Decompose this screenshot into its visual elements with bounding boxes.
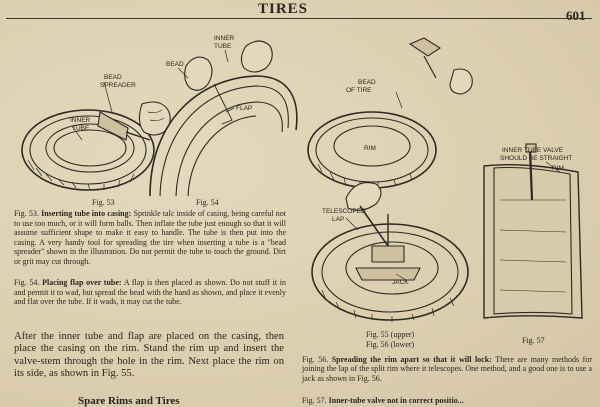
- label-bead-spreader-2: SPREADER: [100, 82, 136, 89]
- fig54-text: A flap is then placed as shown. Do not s…: [14, 278, 287, 307]
- fig53-lead: Fig. 53.: [14, 209, 39, 218]
- page-title: TIRES: [258, 1, 309, 17]
- label-jack: JACK: [392, 279, 409, 286]
- fig57-labels: INNER TUBE VALVE SHOULD BE STRAIGHT RIM …: [500, 147, 572, 345]
- fig56-caption: Fig. 56. Spreading the rim apart so that…: [302, 355, 592, 383]
- fig54-caption: Fig. 54. Placing flap over tube: A flap …: [14, 278, 286, 307]
- fig57-text: Inner-tube valve not in correct positio.…: [328, 396, 464, 405]
- fig55-caption-label: Fig. 55 (upper): [366, 330, 415, 339]
- header-rule: [6, 18, 592, 19]
- fig57-illustration: [483, 143, 583, 319]
- body-paragraph: After the inner tube and flap are placed…: [14, 331, 284, 380]
- fig53-title: Inserting tube into casing:: [41, 209, 132, 218]
- fig56-title: Spreading the rim apart so that it will …: [331, 355, 492, 364]
- fig53-caption-label: Fig. 53: [92, 198, 115, 207]
- fig54-illustration: [149, 40, 298, 197]
- fig54-caption-label: Fig. 54: [196, 198, 219, 207]
- fig56-illustration: [311, 182, 469, 322]
- fig57-lead: Fig. 57.: [302, 396, 327, 405]
- label-inner-tube-b: INNER: [214, 35, 235, 42]
- fig53-text: Sprinkle talc inside of casing, being ca…: [14, 209, 287, 266]
- fig54-title: Placing flap over tube:: [42, 278, 122, 287]
- label-flap: FLAP: [236, 105, 252, 112]
- fig57-caption-label: Fig. 57: [522, 336, 545, 345]
- label-bead-spreader: BEAD: [104, 74, 122, 81]
- fig55-illustration: [307, 37, 473, 189]
- fig53-illustration: [21, 81, 171, 191]
- label-valve: INNER TUBE VALVE: [502, 147, 564, 154]
- fig55-56-labels: BEAD OF TIRE RIM TELESCOPED LAP JACK Fig…: [322, 79, 415, 349]
- fig54-labels: BEAD INNER TUBE FLAP Fig. 54: [166, 35, 252, 207]
- label-telescoped-2: LAP: [332, 216, 344, 223]
- label-inner-tube-b-2: TUBE: [214, 43, 232, 50]
- label-inner-tube-2: TUBE: [72, 125, 90, 132]
- running-head: TIRES 601: [0, 0, 600, 23]
- fig56-lead: Fig. 56.: [302, 355, 329, 364]
- label-bead: BEAD: [166, 61, 184, 68]
- label-rim-57: RIM: [552, 165, 564, 172]
- label-bead-of-tire: BEAD: [358, 79, 376, 86]
- fig57-caption: Fig. 57. Inner-tube valve not in correct…: [302, 396, 592, 405]
- fig53-labels: BEAD SPREADER INNER TUBE Fig. 53: [70, 74, 136, 207]
- section-heading: Spare Rims and Tires: [78, 395, 180, 407]
- label-telescoped: TELESCOPED: [322, 208, 366, 215]
- fig56-caption-label: Fig. 56 (lower): [366, 340, 415, 349]
- fig54-lead: Fig. 54.: [14, 278, 40, 287]
- label-rim: RIM: [364, 145, 376, 152]
- label-inner-tube: INNER: [70, 117, 91, 124]
- label-valve-2: SHOULD BE STRAIGHT: [500, 155, 572, 162]
- fig53-caption: Fig. 53. Inserting tube into casing: Spr…: [14, 209, 286, 267]
- fig56-text: There are many methods for joining the l…: [302, 355, 592, 383]
- label-bead-of-tire-2: OF TIRE: [346, 87, 372, 94]
- page-number: 601: [566, 8, 586, 23]
